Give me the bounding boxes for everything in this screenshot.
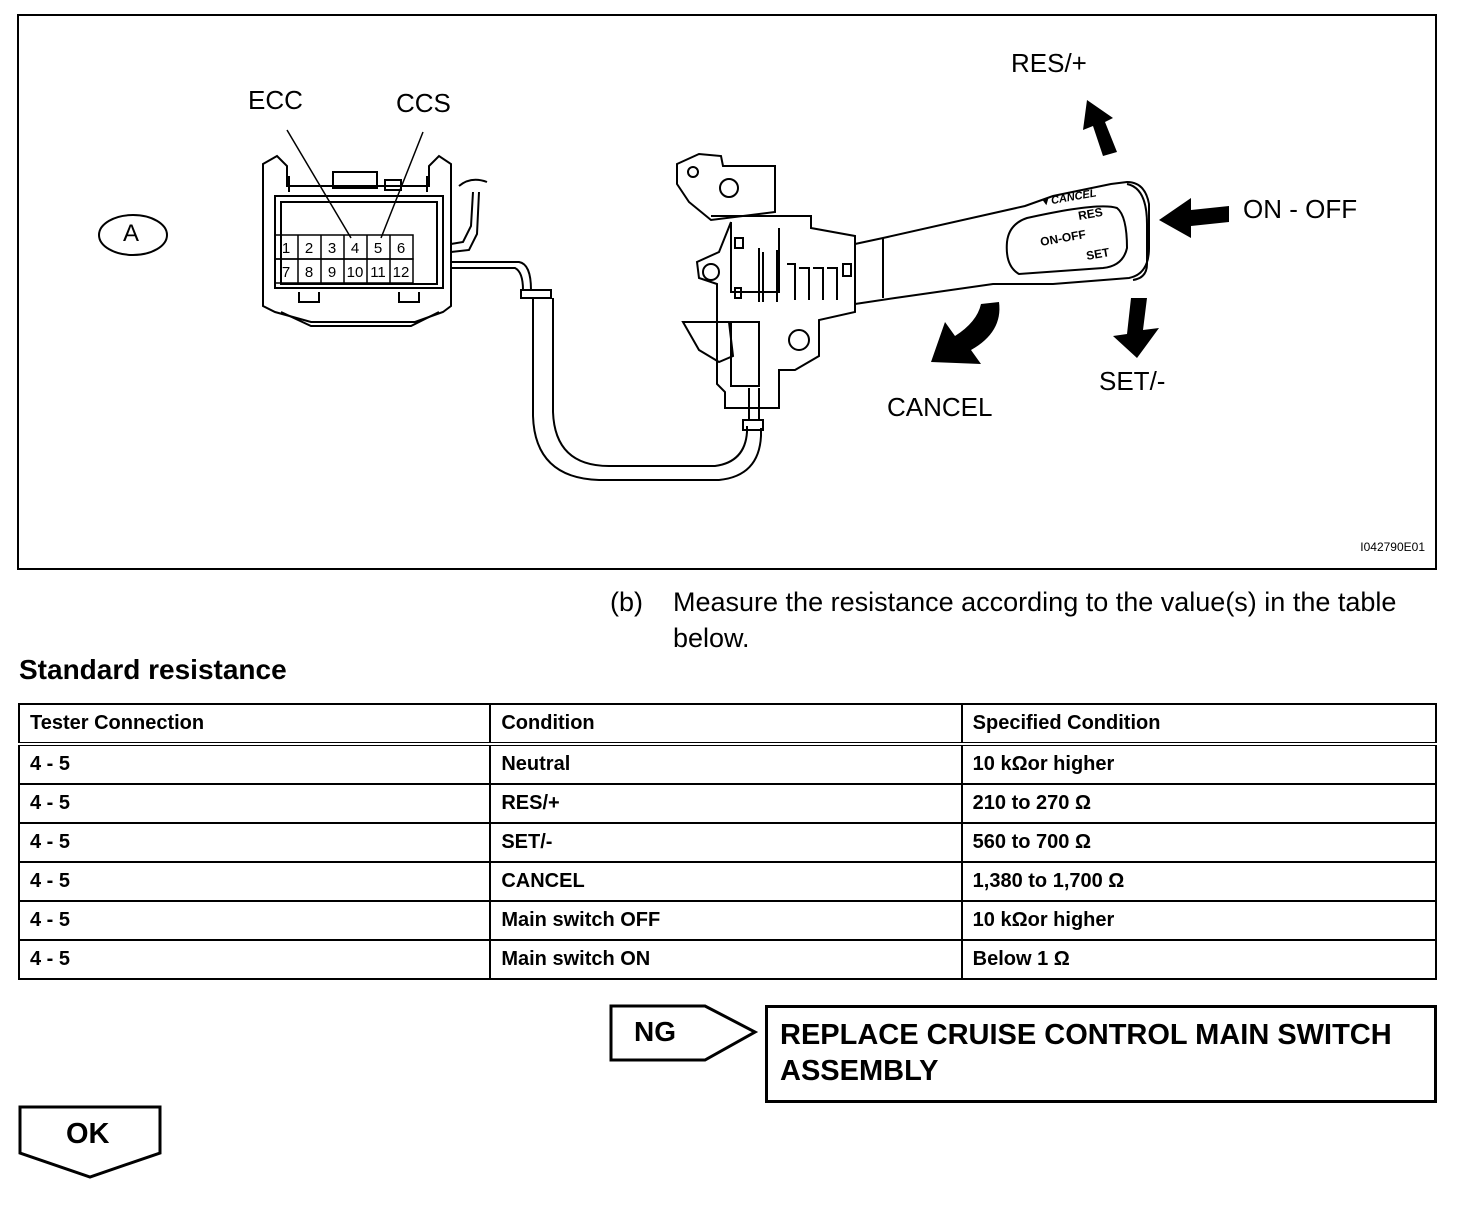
pin-7: 7 — [282, 264, 290, 281]
ng-label: NG — [634, 1016, 676, 1047]
lever-onoff-mark: ON-OFF — [1039, 227, 1087, 249]
diagram-figure: 1 2 3 4 5 6 7 8 9 10 11 12 — [17, 14, 1437, 570]
wire-harness — [450, 178, 764, 481]
pin-9: 9 — [328, 264, 336, 281]
cell-condition: Main switch OFF — [489, 900, 963, 941]
cell-condition: Main switch ON — [489, 939, 963, 980]
cell-connection: 4 - 5 — [17, 861, 492, 902]
resistance-table: Tester Connection Condition Specified Co… — [17, 703, 1438, 980]
ok-label: OK — [66, 1118, 110, 1150]
table-row: 4 - 5 SET/- 560 to 700 Ω — [17, 822, 1438, 863]
step-marker: (b) — [610, 587, 643, 617]
res-label: RES/+ — [1011, 48, 1087, 78]
ecc-leader — [286, 129, 352, 239]
connector-a-label: A — [123, 220, 140, 247]
connector-housing — [262, 154, 452, 327]
pin-grid — [274, 234, 414, 284]
ccs-label: CCS — [396, 88, 451, 118]
pin-12: 12 — [393, 264, 410, 281]
figure-id: I042790E01 — [1360, 540, 1425, 554]
table-row: 4 - 5 Main switch ON Below 1 Ω — [17, 939, 1438, 980]
cell-specified: Below 1 Ω — [960, 939, 1438, 980]
ccs-leader — [380, 131, 424, 239]
header-tester-connection: Tester Connection — [17, 703, 492, 746]
cell-condition: Neutral — [489, 743, 963, 785]
switch-lever — [854, 180, 1150, 305]
cancel-arrow — [931, 302, 1000, 364]
ok-arrow-shape — [18, 1105, 162, 1179]
cell-connection: 4 - 5 — [17, 783, 492, 824]
table-row: 4 - 5 Main switch OFF 10 kΩor higher — [17, 900, 1438, 941]
on-off-arrow — [1159, 198, 1229, 238]
pin-10: 10 — [347, 264, 364, 281]
pin-6: 6 — [397, 240, 405, 257]
cell-connection: 4 - 5 — [17, 900, 492, 941]
cell-condition: RES/+ — [489, 783, 963, 824]
pin-5: 5 — [374, 240, 382, 257]
set-label: SET/- — [1099, 366, 1166, 396]
res-arrow — [1083, 100, 1117, 156]
pin-11: 11 — [370, 264, 386, 281]
lever-cancel-mark: ▼CANCEL — [1039, 187, 1097, 209]
table-row: 4 - 5 Neutral 10 kΩor higher — [17, 743, 1438, 785]
pin-4: 4 — [351, 240, 359, 257]
ecc-label: ECC — [248, 85, 303, 115]
cancel-label: CANCEL — [887, 392, 993, 422]
cell-specified: 1,380 to 1,700 Ω — [960, 861, 1438, 902]
cell-connection: 4 - 5 — [17, 939, 492, 980]
pin-1: 1 — [282, 240, 290, 257]
lever-set-mark: SET — [1085, 245, 1111, 263]
cell-connection: 4 - 5 — [17, 743, 492, 785]
section-title: Standard resistance — [19, 654, 287, 685]
cell-specified: 560 to 700 Ω — [960, 822, 1438, 863]
connector-a-circle — [98, 214, 168, 256]
ng-arrow-shape — [609, 1004, 759, 1062]
cell-specified: 210 to 270 Ω — [960, 783, 1438, 824]
cell-specified: 10 kΩor higher — [960, 743, 1438, 785]
switch-bracket — [676, 152, 856, 409]
cell-connection: 4 - 5 — [17, 822, 492, 863]
on-off-label: ON - OFF — [1243, 194, 1358, 224]
header-condition: Condition — [489, 703, 963, 746]
cell-condition: CANCEL — [489, 861, 963, 902]
step-text: Measure the resistance according to the … — [673, 587, 1397, 653]
header-specified-condition: Specified Condition — [960, 703, 1438, 746]
pin-2: 2 — [305, 240, 313, 257]
table-row: 4 - 5 CANCEL 1,380 to 1,700 Ω — [17, 861, 1438, 902]
cell-condition: SET/- — [489, 822, 963, 863]
pin-3: 3 — [328, 240, 336, 257]
table-header-row: Tester Connection Condition Specified Co… — [17, 703, 1438, 746]
switch-diagram: 1 2 3 4 5 6 7 8 9 10 11 12 — [98, 100, 1229, 481]
table-row: 4 - 5 RES/+ 210 to 270 Ω — [17, 783, 1438, 824]
lever-markings: ▼CANCEL RES ON-OFF SET — [1039, 187, 1111, 263]
set-arrow — [1113, 298, 1159, 358]
ng-action-box: REPLACE CRUISE CONTROL MAIN SWITCH ASSEM… — [765, 1005, 1437, 1103]
pin-8: 8 — [305, 264, 313, 281]
lever-res-mark: RES — [1077, 205, 1104, 223]
cell-specified: 10 kΩor higher — [960, 900, 1438, 941]
